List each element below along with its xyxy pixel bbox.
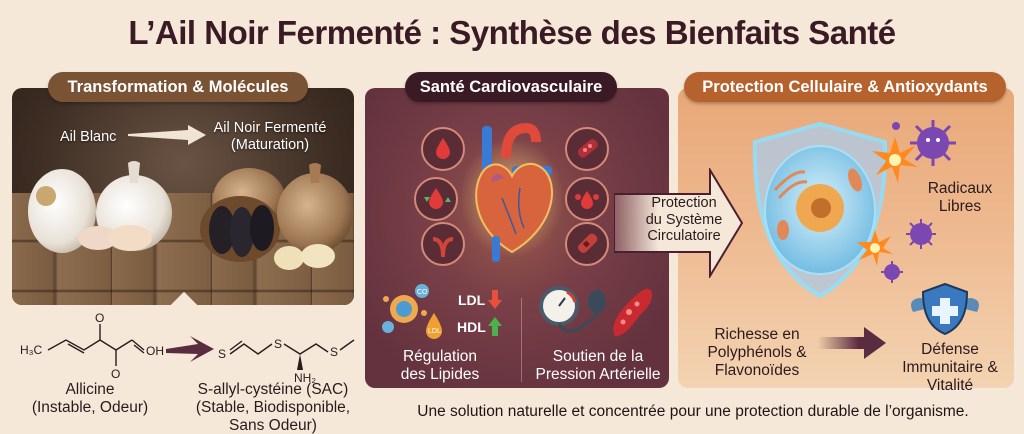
sac-label: S-allyl-cystéine (SAC) (Stable, Biodispo… [195,381,351,434]
blood-vessel-icon [565,127,609,171]
footer-tagline: Une solution naturelle et concentrée pou… [417,403,969,420]
page-title: L’Ail Noir Fermenté : Synthèse des Bienf… [128,14,896,51]
blood-drop-icon [421,127,465,171]
oxygen-atom-label: O [111,367,120,381]
sulfur-atom-label: S [218,347,226,361]
black-garlic-label: Ail Noir Fermenté (Maturation) [213,120,327,153]
immune-defense-label: Défense Immunitaire & Vitalité [902,341,998,394]
oxygen-atom-label: O [95,311,104,325]
white-garlic-label: Ail Blanc [60,129,117,145]
cell-shield-icon [752,121,888,299]
blood-pressure-gauge-icon [539,286,652,336]
hydroxyl-label: OH [146,344,164,358]
arrow-down-icon [488,290,502,309]
impact-burst-icon [872,137,918,183]
circulatory-protection-label: Protection du Système Circulatoire [645,195,723,245]
free-radicals-label: Radicaux Libres [927,180,993,215]
molecule-diagram: H₃C O O OH S S S NH₂ [20,311,355,385]
circulatory-protection-arrow [614,168,744,278]
panel-divider [521,298,522,382]
polyphenols-to-immunity-arrow-icon [818,327,886,359]
section-header-antioxidants: Protection Cellulaire & Antioxydants [684,72,1006,102]
section-header-cardio: Santé Cardiovasculaire [405,72,617,102]
free-radical-icon [910,120,956,166]
arrow-up-icon [488,317,502,336]
free-radical-icon [881,261,903,283]
blood-drops-icon [565,177,609,221]
polyphenols-label: Richesse en Polyphénols & Flavonoïdes [707,326,807,379]
free-radical-icon [892,122,900,130]
lipid-regulation-label: Régulation des Lipides [400,348,480,383]
garlic-illustration [28,161,353,270]
blood-drop-updown-icon [414,177,458,221]
impact-burst-icon [857,230,893,266]
h3c-atom-label: H₃C [20,343,43,357]
transformation-arrow-icon [128,125,206,145]
transformation-panel [12,88,354,305]
sulfur-atom-label: S [330,345,338,359]
conversion-arrow-icon [166,336,214,362]
hdl-label: HDL [457,319,486,335]
ldl-label: LDL [458,292,486,308]
blood-pressure-label: Soutien de la Pression Artérielle [535,348,661,383]
lipid-molecules-icon: CO LDL [382,284,442,339]
artery-icon [421,222,465,266]
heart-icon [462,122,562,262]
free-radical-icon [906,219,936,249]
svg-text:LDL: LDL [428,328,441,335]
svg-text:CO: CO [417,289,428,296]
allicine-label: Allicine (Instable, Odeur) [31,381,149,416]
vessel-clot-icon [565,222,609,266]
immunity-shield-icon [911,282,979,336]
amine-label: NH₂ [294,371,316,385]
sulfur-atom-label: S [274,337,282,351]
section-header-transformation: Transformation & Molécules [48,72,308,102]
